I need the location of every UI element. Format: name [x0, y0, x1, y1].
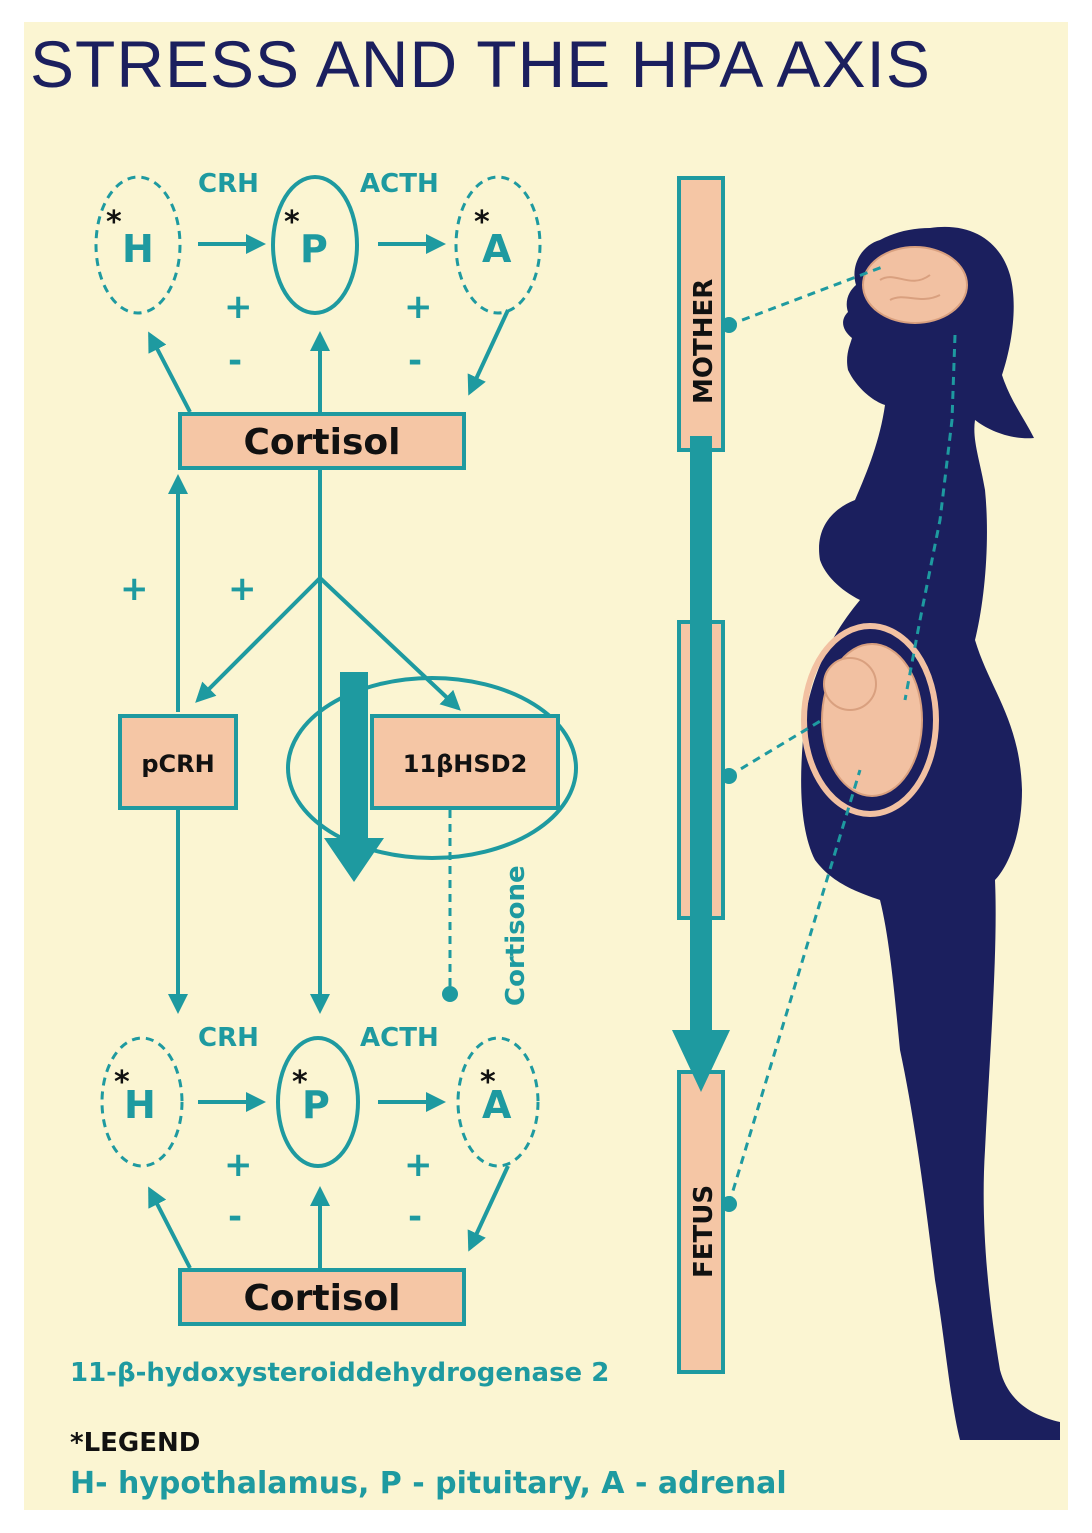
fetal-plus-2: +: [404, 1145, 433, 1185]
fetal-pituitary-node: P: [302, 1083, 330, 1127]
fetal-p-asterisk: *: [292, 1065, 308, 1100]
fetal-a-asterisk: *: [480, 1065, 496, 1100]
enzyme-box: [370, 714, 560, 810]
enzyme-label: 11βHSD2: [403, 750, 528, 778]
transfer-arrow-shaft: [690, 436, 712, 1036]
maternal-h-asterisk: *: [106, 205, 122, 240]
fetal-feedback-h-arrow: [148, 1186, 192, 1269]
enzyme-note: 11-β-hydoxysteroiddehydrogenase 2: [70, 1358, 610, 1388]
fetal-h-asterisk: *: [114, 1065, 130, 1100]
blocked-cortisol-arrow: [324, 672, 384, 882]
brain-icon: [862, 246, 968, 324]
placenta-enzyme-ellipse: [286, 676, 578, 860]
maternal-acth-label: ACTH: [360, 169, 439, 199]
mother-bar-segment: [677, 176, 725, 452]
fetal-plus-1: +: [224, 1145, 253, 1185]
cortisone-dot: [442, 986, 458, 1002]
maternal-adrenal-node: A: [482, 227, 512, 271]
pregnant-woman-silhouette: [727, 226, 1060, 1440]
fetus-head: [823, 657, 877, 711]
legend-title: *LEGEND: [70, 1428, 201, 1458]
placenta-link: [728, 718, 823, 778]
maternal-adrenal-to-cortisol-arrow: [467, 309, 510, 396]
fetal-cortisol-label: Cortisol: [244, 1278, 401, 1319]
maternal-adrenal-oval: [454, 175, 542, 315]
maternal-hypothalamus-oval: [94, 175, 182, 315]
cortisone-label: Cortisone: [501, 865, 531, 1006]
fetal-minus-2: -: [408, 1197, 422, 1237]
pcrh-label: pCRH: [141, 750, 214, 778]
cortisol-to-pcrh-arrow: [195, 576, 322, 703]
fetal-cortisol-box: [178, 1268, 466, 1326]
placenta-plus-2: +: [228, 569, 257, 609]
maternal-p-asterisk: *: [284, 205, 300, 240]
fetal-hypothalamus-node: H: [124, 1083, 156, 1127]
maternal-minus-1: -: [228, 341, 242, 381]
fetal-hypothalamus-oval: [100, 1036, 184, 1168]
maternal-a-asterisk: *: [474, 205, 490, 240]
maternal-feedback-h-arrow: [148, 331, 192, 413]
fetus-label: FETUS: [689, 1185, 719, 1278]
fetus-link: [727, 769, 862, 1205]
fetal-minus-1: -: [228, 1197, 242, 1237]
legend-text: H- hypothalamus, P - pituitary, A - adre…: [70, 1466, 787, 1501]
transfer-arrow-head: [672, 1030, 730, 1092]
mother-fetus-bar: MOTHER FETUS: [672, 176, 737, 1374]
maternal-minus-2: -: [408, 341, 422, 381]
maternal-cortisol-label: Cortisol: [244, 422, 401, 463]
maternal-pituitary-node: P: [300, 227, 328, 271]
page-title: STRESS AND THE HPA AXIS: [30, 27, 931, 101]
placenta-plus-1: +: [120, 569, 149, 609]
maternal-axis: CRH ACTH H * P * A * + + - - Cortisol: [94, 169, 542, 470]
brain-folds: [879, 274, 941, 301]
placenta-section: + + pCRH 11βHSD2 Cortisone: [118, 470, 578, 1014]
fetal-adrenal-oval: [456, 1036, 540, 1168]
maternal-plus-1: +: [224, 287, 253, 327]
fetal-acth-label: ACTH: [360, 1023, 439, 1053]
maternal-spine-dashes: [903, 334, 957, 701]
fetal-adrenal-to-cortisol-arrow: [467, 1165, 510, 1252]
fetal-axis: CRH ACTH H * P * A * + + - - Cortisol: [100, 1023, 540, 1326]
uterus-outline: [801, 623, 939, 817]
woman-body: [801, 226, 1060, 1440]
pcrh-box: [118, 714, 238, 810]
maternal-plus-2: +: [404, 287, 433, 327]
maternal-crh-label: CRH: [198, 169, 259, 199]
maternal-hypothalamus-node: H: [122, 227, 154, 271]
fetal-pituitary-oval: [276, 1036, 360, 1168]
fetal-crh-label: CRH: [198, 1023, 259, 1053]
cortisol-to-enzyme-arrow: [318, 576, 461, 711]
mother-label: MOTHER: [689, 279, 719, 404]
maternal-pituitary-oval: [271, 175, 359, 315]
maternal-cortisol-box: [178, 412, 466, 470]
fetal-adrenal-node: A: [482, 1083, 512, 1127]
